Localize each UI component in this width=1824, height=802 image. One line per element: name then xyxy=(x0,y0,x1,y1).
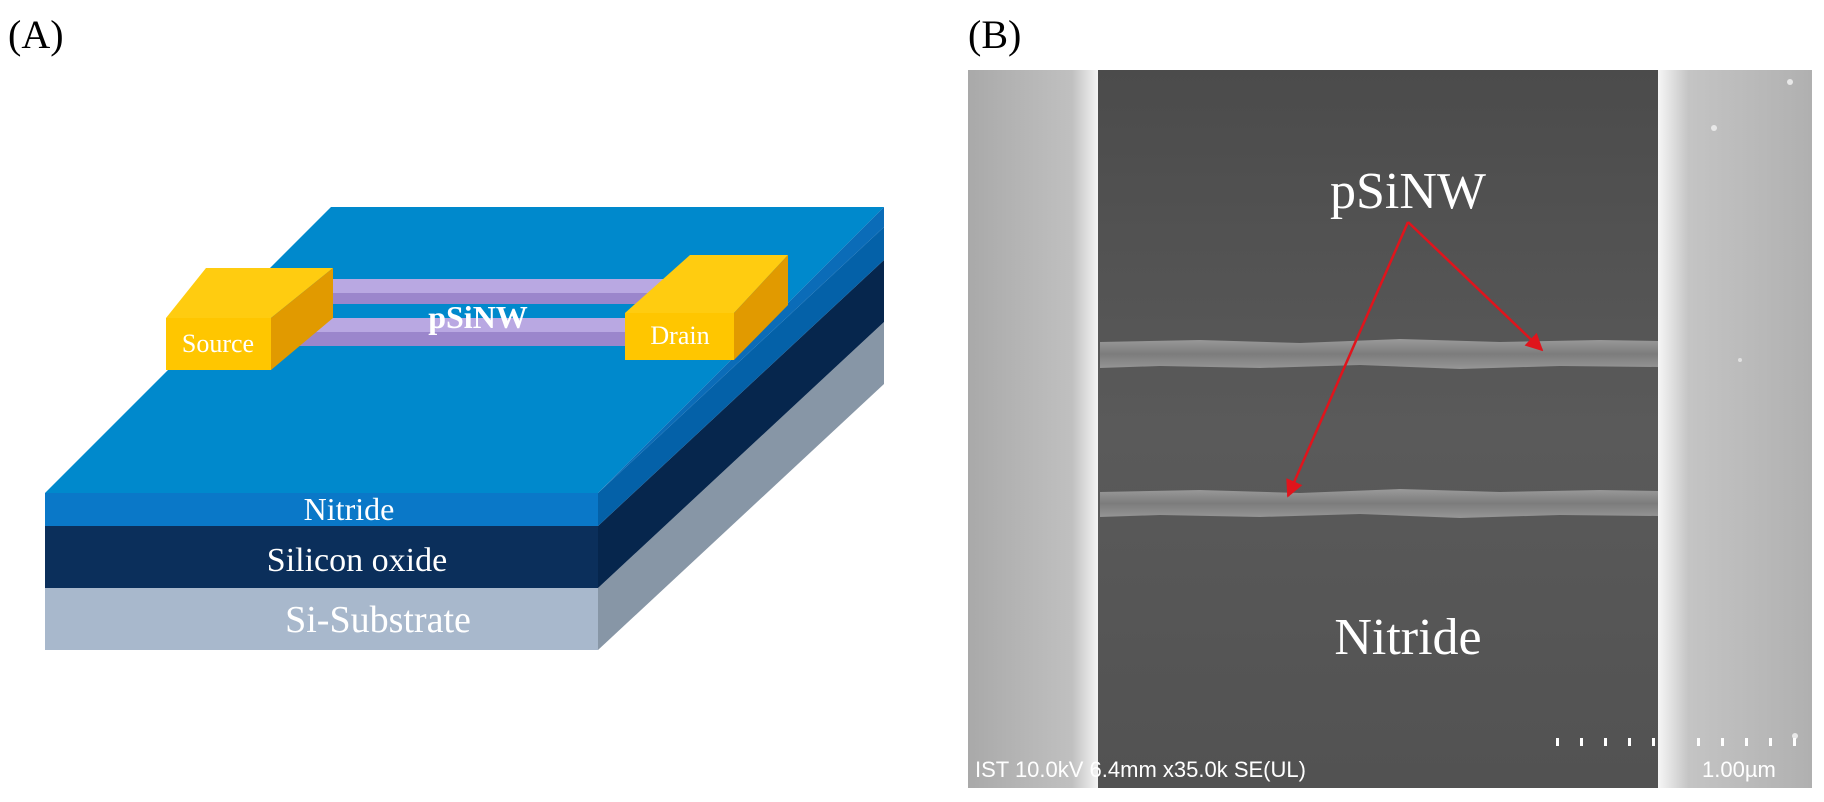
oxide-side xyxy=(598,260,884,588)
source-label: Source xyxy=(182,329,254,358)
drain-contact: Drain xyxy=(625,255,788,360)
left-electrode xyxy=(968,70,1098,788)
sem-nanowire-bottom xyxy=(1100,489,1658,518)
panel-a: (A) Source Drain xyxy=(8,12,884,650)
panel-b-label: (B) xyxy=(968,12,1021,57)
panel-a-label: (A) xyxy=(8,12,64,57)
arrow-to-top-wire xyxy=(1407,221,1544,352)
substrate-layer-label: Si-Substrate xyxy=(285,599,471,641)
nitride-layer-label: Nitride xyxy=(304,491,395,527)
panel-b: (B) pSiNW Nitride xyxy=(968,12,1812,788)
sem-micrograph: pSiNW Nitride IST 10.0kV 6.4mm x35.0k SE… xyxy=(968,70,1812,788)
substrate-side xyxy=(598,322,884,650)
nitride-front xyxy=(45,493,598,526)
sem-info-bar: IST 10.0kV 6.4mm x35.0k SE(UL) xyxy=(975,757,1306,782)
sem-nanowire-label: pSiNW xyxy=(1330,163,1486,220)
source-contact: Source xyxy=(166,268,333,370)
drain-label: Drain xyxy=(650,321,709,350)
sem-nitride-label: Nitride xyxy=(1334,609,1481,666)
nanowire-pair xyxy=(292,279,682,346)
oxide-front xyxy=(45,526,598,588)
nanowire-label: pSiNW xyxy=(428,299,528,335)
scale-bar-ticks xyxy=(1556,738,1796,746)
arrow-to-bottom-wire xyxy=(1286,221,1410,498)
oxide-layer-label: Silicon oxide xyxy=(267,542,447,579)
sem-nanowire-top xyxy=(1100,339,1658,369)
nitride-side xyxy=(598,227,884,526)
right-electrode xyxy=(1658,70,1812,788)
substrate-front xyxy=(45,588,598,650)
scale-bar-label: 1.00µm xyxy=(1702,757,1776,782)
